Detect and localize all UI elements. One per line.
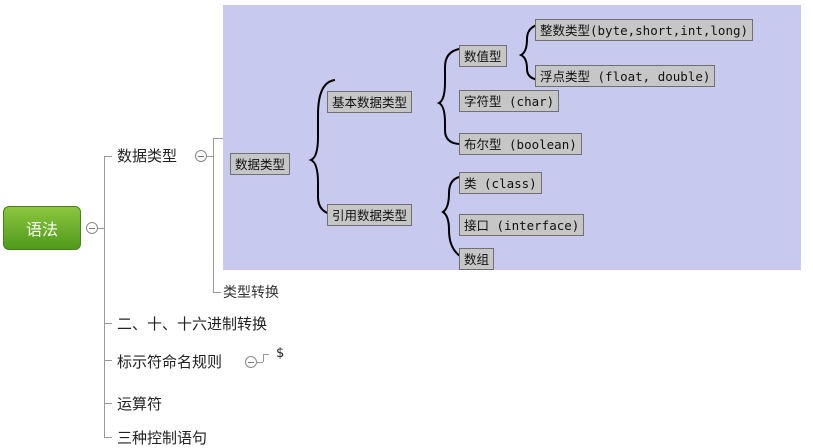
naming-rules-sub-label[interactable]: $	[276, 346, 285, 361]
root-node[interactable]: 语法	[3, 206, 81, 250]
naming-rules-collapse-icon[interactable]	[245, 356, 257, 368]
diagram-interface-box: 接口 (interface)	[459, 214, 585, 236]
spine-tick	[104, 403, 112, 404]
data-types-diagram: 数据类型 基本数据类型 数值型 整数类型(byte,short,int,long…	[223, 5, 801, 270]
diagram-float-box: 浮点类型 (float, double)	[535, 65, 716, 87]
data-types-branch-tick	[213, 138, 223, 139]
data-types-branch-line	[213, 138, 214, 292]
spine-tick	[104, 360, 112, 361]
topic-data-types[interactable]: 数据类型	[117, 147, 178, 165]
spine-tick	[104, 437, 112, 438]
naming-rules-connector	[257, 362, 263, 363]
root-collapse-icon[interactable]	[86, 222, 98, 234]
topic-operators[interactable]: 运算符	[117, 395, 163, 413]
diagram-reference-box: 引用数据类型	[327, 204, 413, 226]
data-types-connector	[207, 156, 213, 157]
diagram-char-box: 字符型 (char)	[459, 90, 560, 112]
diagram-array-box: 数组	[459, 248, 495, 270]
topic-control-statements[interactable]: 三种控制语句	[117, 429, 208, 447]
spine-tick	[104, 323, 112, 324]
naming-rules-branch-tick	[263, 354, 269, 355]
diagram-root-box: 数据类型	[230, 153, 291, 175]
type-conversion-label[interactable]: 类型转换	[223, 285, 279, 301]
data-types-branch-tick	[213, 292, 221, 293]
topic-base-conversion[interactable]: 二、十、十六进制转换	[117, 315, 268, 333]
diagram-class-box: 类 (class)	[459, 172, 542, 194]
root-connector	[98, 228, 104, 229]
diagram-braces	[308, 23, 541, 257]
diagram-boolean-box: 布尔型 (boolean)	[459, 133, 582, 155]
topics-spine	[104, 156, 105, 438]
root-label: 语法	[25, 220, 58, 239]
topic-naming-rules[interactable]: 标示符命名规则	[117, 353, 223, 371]
diagram-numeric-box: 数值型	[459, 45, 507, 67]
naming-rules-branch-line	[263, 354, 264, 362]
diagram-basic-box: 基本数据类型	[327, 91, 413, 113]
data-types-collapse-icon[interactable]	[195, 150, 207, 162]
diagram-integer-box: 整数类型(byte,short,int,long)	[535, 19, 754, 41]
spine-tick	[104, 156, 112, 157]
